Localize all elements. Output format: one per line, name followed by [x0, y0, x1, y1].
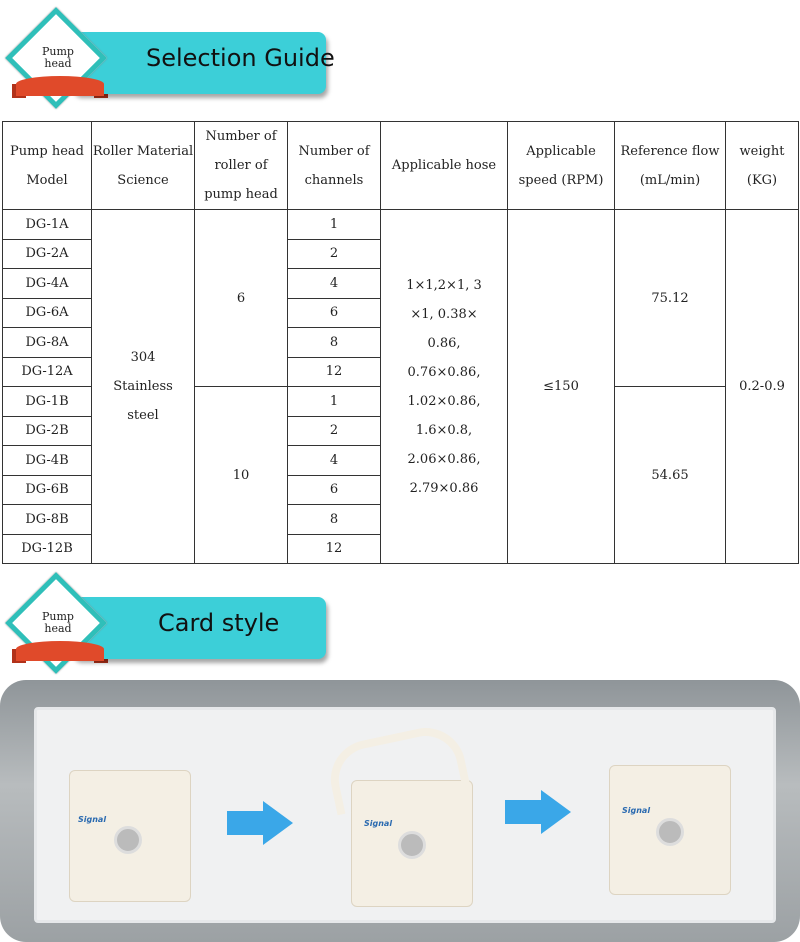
pump-head-closed-image: Signal — [69, 770, 191, 902]
pump-head-open-image: Signal — [351, 780, 473, 907]
col-header: Reference flow (mL/min) — [614, 121, 726, 210]
table-row: DG-12B 12 — [2, 533, 799, 564]
table-row: DG-1B 10 1 54.65 — [2, 386, 799, 564]
model-cell: DG-4A — [2, 268, 92, 299]
model-cell: DG-8A — [2, 327, 92, 358]
pump-head-loaded-image: Signal — [609, 765, 731, 895]
col-header: Pump head Model — [2, 121, 92, 210]
section-title: Card style — [158, 609, 280, 637]
table-row: DG-2B 2 — [2, 415, 799, 446]
col-header: Number of roller of pump head — [194, 121, 288, 210]
model-cell: DG-2A — [2, 238, 92, 269]
card-style-photo: Signal Signal Signal — [0, 680, 800, 942]
ribbon-icon — [12, 641, 108, 663]
hose-cell: 1×1,2×1, 3×1, 0.38×0.86,0.76×0.86,1.02×0… — [380, 209, 508, 564]
flow-cell: 75.12 — [614, 209, 726, 387]
col-header: weight (KG) — [725, 121, 799, 210]
channels-cell: 8 — [287, 504, 381, 535]
channels-cell: 4 — [287, 268, 381, 299]
col-header: Applicable speed (RPM) — [507, 121, 615, 210]
rollers-cell: 10 — [194, 386, 288, 564]
col-header: Applicable hose — [380, 121, 508, 210]
channels-cell: 12 — [287, 356, 381, 387]
channels-cell: 6 — [287, 297, 381, 328]
model-cell: DG-1B — [2, 386, 92, 417]
table-header-row: Pump head Model Roller Material Science … — [2, 121, 799, 210]
rotor-icon — [114, 826, 142, 854]
model-cell: DG-8B — [2, 504, 92, 535]
rotor-icon — [656, 818, 684, 846]
banner-bar — [72, 597, 326, 659]
model-cell: DG-12B — [2, 533, 92, 564]
selection-table: Pump head Model Roller Material Science … — [2, 121, 799, 564]
channels-cell: 1 — [287, 209, 381, 240]
model-cell: DG-6A — [2, 297, 92, 328]
col-header: Roller Material Science — [91, 121, 195, 210]
model-cell: DG-1A — [2, 209, 92, 240]
banner-bar — [72, 32, 326, 94]
model-cell: DG-6B — [2, 474, 92, 505]
model-cell: DG-12A — [2, 356, 92, 387]
model-cell: DG-2B — [2, 415, 92, 446]
channels-cell: 6 — [287, 474, 381, 505]
channels-cell: 2 — [287, 415, 381, 446]
channels-cell: 8 — [287, 327, 381, 358]
rotor-icon — [398, 831, 426, 859]
table-row: DG-2A 2 — [2, 238, 799, 269]
channels-cell: 1 — [287, 386, 381, 417]
table-row: DG-4A 4 — [2, 268, 799, 299]
table-row: DG-12A 12 — [2, 356, 799, 387]
weight-cell: 0.2-0.9 — [725, 209, 799, 564]
channels-cell: 4 — [287, 445, 381, 476]
channels-cell: 2 — [287, 238, 381, 269]
col-header: Number of channels — [287, 121, 381, 210]
section-title: Selection Guide — [146, 44, 335, 72]
table-row: DG-6A 6 — [2, 297, 799, 328]
flow-cell: 54.65 — [614, 386, 726, 564]
ribbon-icon — [12, 76, 108, 98]
rollers-cell: 6 — [194, 209, 288, 387]
photo-frame: Signal Signal Signal — [34, 707, 776, 923]
model-cell: DG-4B — [2, 445, 92, 476]
speed-cell: ≤150 — [507, 209, 615, 564]
channels-cell: 12 — [287, 533, 381, 564]
table-row: DG-8A 8 — [2, 327, 799, 358]
